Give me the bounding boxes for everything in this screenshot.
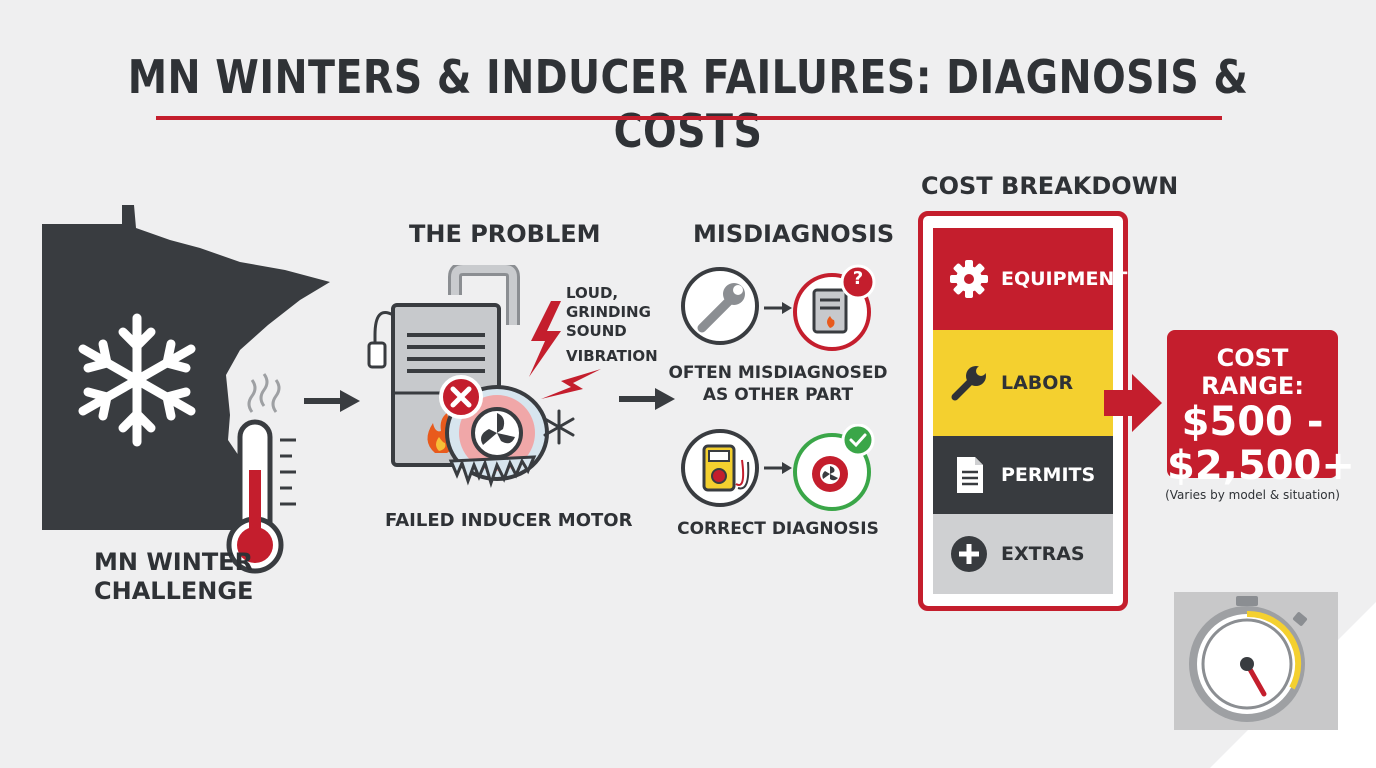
symptom-line4: VIBRATION	[566, 347, 658, 365]
symptom-line1: LOUD,	[566, 284, 619, 302]
misdiagnosed-caption: OFTEN MISDIAGNOSED AS OTHER PART	[668, 362, 888, 406]
cost-range-box: COST RANGE: $500 - $2,500+	[1167, 330, 1355, 488]
cost-row-extras: EXTRAS	[933, 514, 1113, 594]
arrow-to-range-icon	[1104, 374, 1162, 432]
stopwatch-icon	[1189, 596, 1307, 722]
arrow-right-icon-2	[619, 388, 675, 410]
document-icon	[949, 455, 989, 495]
symptom-text: LOUD, GRINDING SOUND VIBRATION	[566, 284, 658, 366]
cost-range-label: COST RANGE:	[1201, 344, 1304, 400]
cost-row-permits-label: PERMITS	[1001, 464, 1096, 486]
mn-winter-line1: MN WINTER	[94, 548, 254, 576]
furnace-illustration	[367, 265, 601, 488]
cost-range-low: $500 -	[1181, 399, 1324, 445]
cost-row-equipment: EQUIPMENT	[933, 228, 1127, 330]
heat-waves-icon	[247, 373, 281, 413]
cost-row-extras-label: EXTRAS	[1001, 543, 1085, 565]
title-underline	[156, 116, 1222, 120]
page-title: MN WINTERS & INDUCER FAILURES: DIAGNOSIS…	[127, 50, 1249, 158]
cost-range-high: $2,500+	[1167, 443, 1355, 489]
failed-inducer-caption: FAILED INDUCER MOTOR	[385, 510, 633, 531]
cost-row-labor: LABOR	[933, 330, 1113, 436]
arrow-right-icon	[304, 390, 360, 412]
question-mark-icon: ?	[852, 268, 864, 289]
cost-row-equipment-label: EQUIPMENT	[1001, 268, 1128, 290]
minnesota-map-icon	[42, 205, 330, 574]
wrench-icon	[697, 283, 745, 333]
misdiagnosed-line1: OFTEN MISDIAGNOSED	[668, 363, 888, 383]
symptom-line3: SOUND	[566, 322, 627, 340]
stopwatch-corner-badge	[1174, 592, 1376, 768]
wrench-icon-labor	[949, 363, 989, 403]
cost-breakdown-panel: EQUIPMENT LABOR PERMITS	[918, 211, 1128, 611]
misdiagnosis-illustration	[681, 264, 876, 351]
plus-circle-icon	[949, 534, 989, 574]
correct-diagnosis-illustration	[681, 424, 875, 511]
cost-row-labor-label: LABOR	[1001, 372, 1074, 394]
cost-breakdown-header: COST BREAKDOWN	[921, 172, 1179, 200]
cost-row-permits: PERMITS	[933, 436, 1113, 514]
misdiagnosed-line2: AS OTHER PART	[702, 385, 854, 405]
cost-range-note: (Varies by model & situation)	[1165, 488, 1340, 502]
multimeter-icon	[702, 444, 750, 492]
gear-icon	[949, 259, 989, 299]
snowflake-icon	[78, 313, 196, 447]
check-badge-icon	[841, 424, 875, 457]
symptom-line2: GRINDING	[566, 303, 651, 321]
mn-winter-label: MN WINTER CHALLENGE	[94, 548, 253, 606]
question-badge	[840, 264, 876, 300]
thermometer-icon	[226, 419, 296, 574]
correct-diagnosis-caption: CORRECT DIAGNOSIS	[677, 519, 879, 539]
problem-header: THE PROBLEM	[409, 220, 601, 248]
misdiagnosis-header: MISDIAGNOSIS	[693, 220, 895, 248]
mn-winter-line2: CHALLENGE	[94, 577, 254, 605]
